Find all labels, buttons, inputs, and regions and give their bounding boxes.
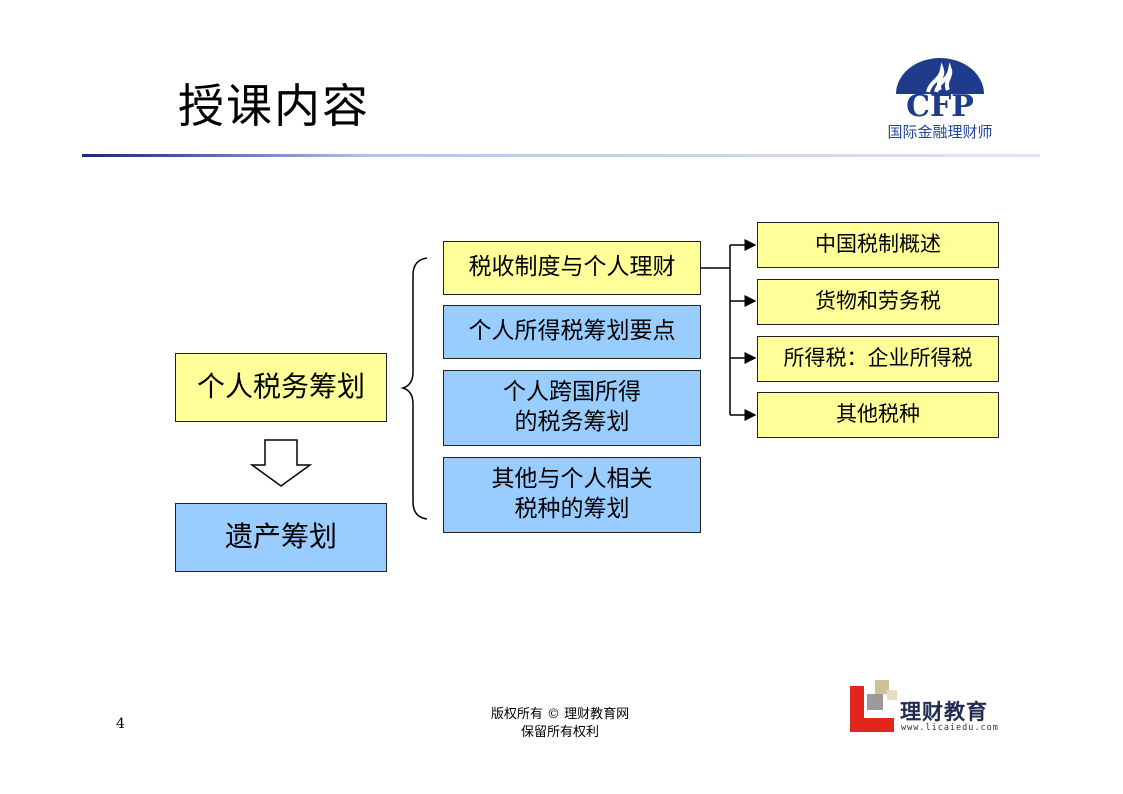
main-topic-label: 遗产筹划	[224, 520, 337, 554]
slide-title: 授课内容	[178, 79, 370, 133]
brand-name: 理财教育	[900, 700, 988, 724]
cfp-logo-icon: CFP	[896, 58, 984, 124]
detail-label: 其他税种	[836, 402, 920, 427]
detail-china-tax-overview: 中国税制概述	[757, 222, 999, 268]
subtopic-label-line: 的税务筹划	[514, 409, 630, 435]
detail-label: 货物和劳务税	[815, 289, 941, 314]
copyright-line: 版权所有 © 理财教育网	[490, 707, 630, 722]
copyright-notice: 版权所有 © 理财教育网 保留所有权利	[460, 706, 660, 742]
subtopic-label-line: 个人跨国所得	[503, 379, 641, 406]
subtopic-cross-border: 个人跨国所得 的税务筹划	[443, 370, 701, 446]
down-arrow-icon	[249, 439, 313, 487]
title-divider	[82, 154, 1040, 157]
licaiedu-logo-icon	[850, 680, 897, 732]
brand-url: www.licaiedu.com	[901, 723, 999, 733]
main-topic-estate-planning: 遗产筹划	[175, 503, 387, 572]
subtopic-income-tax: 个人所得税筹划要点	[443, 305, 701, 359]
main-topic-tax-planning: 个人税务筹划	[175, 353, 387, 422]
cfp-mark-text: CFP	[906, 89, 974, 124]
detail-other-taxes: 其他税种	[757, 392, 999, 438]
detail-label: 所得税：企业所得税	[783, 346, 973, 371]
subtopic-other-taxes: 其他与个人相关 税种的筹划	[443, 457, 701, 533]
grouping-brace	[400, 257, 428, 520]
copyright-line: 保留所有权利	[520, 725, 599, 740]
subtopic-tax-system: 税收制度与个人理财	[443, 241, 701, 295]
page-number: 4	[116, 716, 125, 732]
subtopic-label-line: 其他与个人相关	[491, 466, 653, 493]
main-topic-label: 个人税务筹划	[196, 370, 365, 404]
subtopic-label-line: 税种的筹划	[514, 496, 630, 522]
detail-income-tax: 所得税：企业所得税	[757, 336, 999, 382]
subtopic-label: 税收制度与个人理财	[468, 254, 676, 281]
detail-goods-services-tax: 货物和劳务税	[757, 279, 999, 325]
cfp-tagline: 国际金融理财师	[887, 123, 993, 141]
subtopic-label: 个人所得税筹划要点	[468, 318, 676, 345]
detail-label: 中国税制概述	[815, 232, 941, 257]
